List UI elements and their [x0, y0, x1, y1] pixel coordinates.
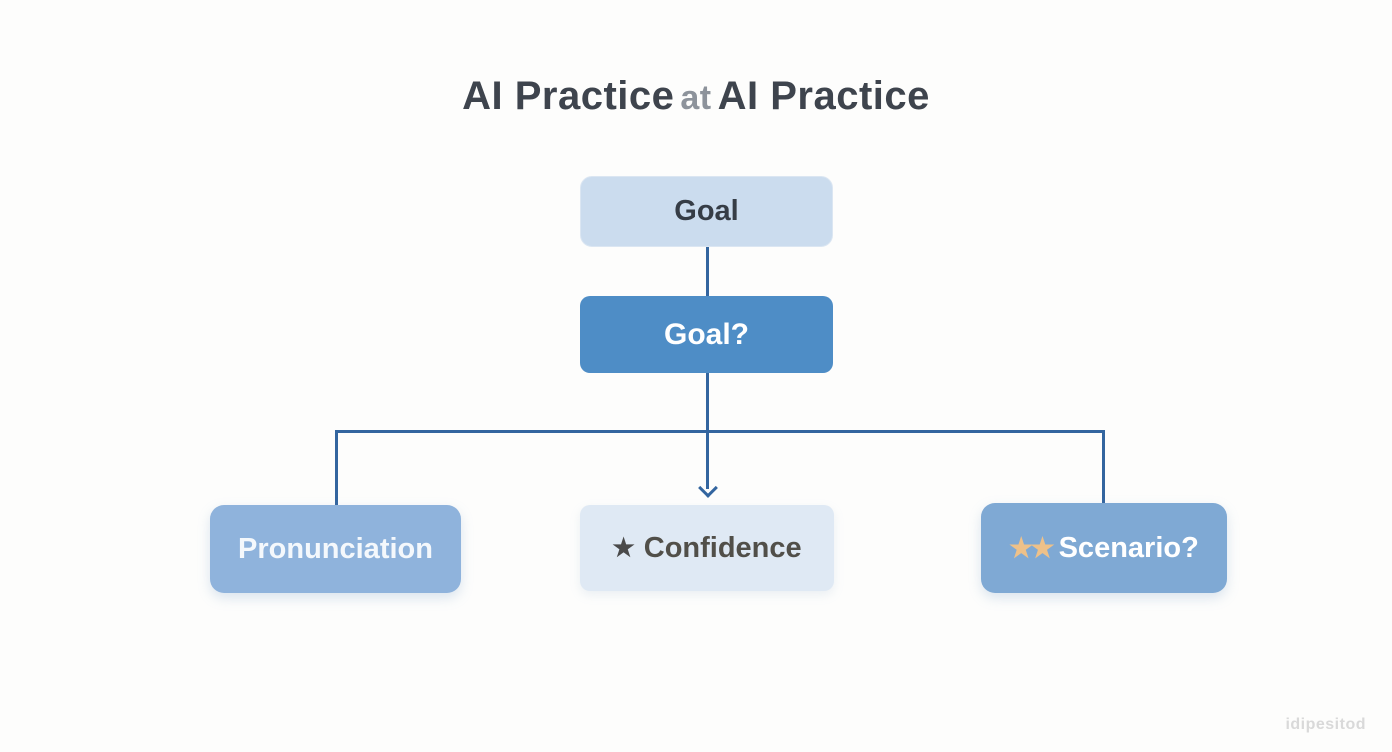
node-goal-question: Goal? — [580, 296, 833, 373]
title-tail: AI Practice — [717, 74, 930, 118]
double-star-icon: ★★ — [1009, 532, 1054, 563]
node-confidence-label: Confidence — [643, 531, 802, 564]
connector-rail-to-pronunciation — [335, 430, 338, 505]
connector-goal-to-goal-question — [706, 247, 709, 296]
node-scenario-label: Scenario? — [1058, 531, 1199, 564]
node-scenario: ★★ Scenario? — [981, 503, 1227, 593]
node-pronunciation-label: Pronunciation — [238, 532, 433, 565]
node-pronunciation: Pronunciation — [210, 505, 461, 593]
watermark-text: idipesitod — [1285, 716, 1366, 733]
star-icon: ★ — [612, 534, 635, 562]
title-connector-word: at — [680, 79, 712, 117]
arrowhead-down-icon — [697, 478, 718, 498]
node-goal: Goal — [580, 176, 833, 247]
title-lead: AI Practice — [462, 74, 675, 118]
node-goal-label: Goal — [674, 195, 739, 227]
connector-rail-to-scenario — [1102, 430, 1105, 503]
node-confidence: ★ Confidence — [580, 505, 834, 591]
connector-horizontal-rail — [335, 430, 1105, 433]
node-goal-question-label: Goal? — [663, 317, 749, 351]
